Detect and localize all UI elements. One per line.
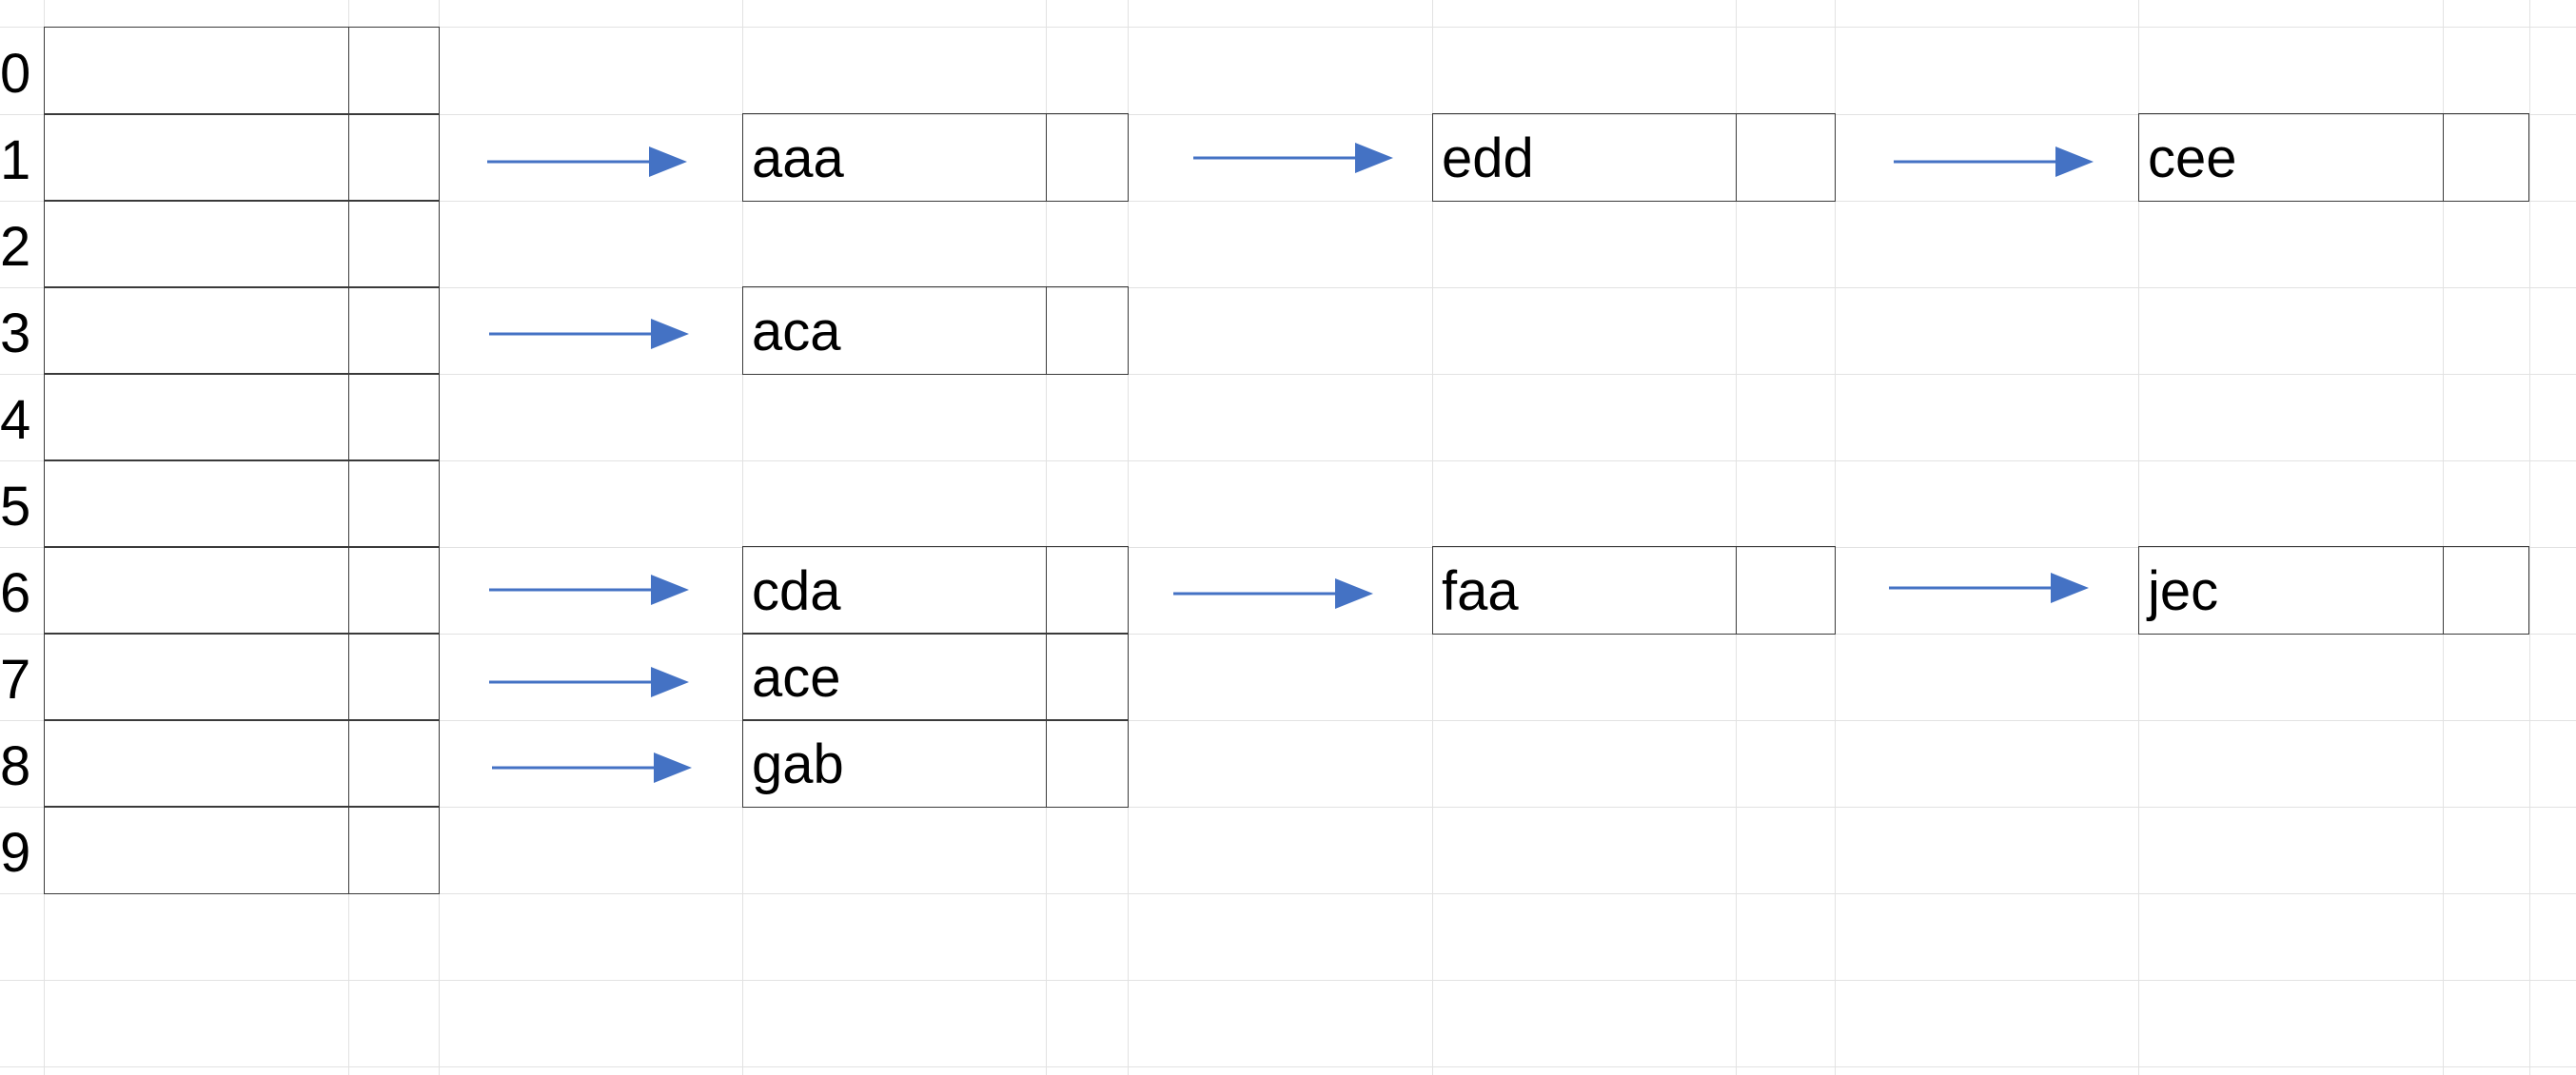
bucket-6-pointer-cell (348, 546, 440, 635)
bucket-1-pointer-cell (348, 113, 440, 202)
row-label-1: 1 (0, 129, 31, 191)
bucket-3-data-cell (44, 286, 349, 375)
bucket-9-data-cell (44, 806, 349, 894)
row-label-8: 8 (0, 735, 31, 797)
bucket-7-pointer-cell (348, 633, 440, 721)
row-label-9: 9 (0, 822, 31, 884)
bucket-4-pointer-cell (348, 373, 440, 461)
bucket-4-data-cell (44, 373, 349, 461)
node-key: cee (2148, 127, 2237, 189)
row-label-3: 3 (0, 303, 31, 364)
bucket-2-pointer-cell (348, 200, 440, 288)
row-label-7: 7 (0, 649, 31, 711)
row-label-5: 5 (0, 476, 31, 538)
node-key: ace (752, 647, 841, 709)
bucket-5-pointer-cell (348, 459, 440, 548)
node-key: edd (1442, 127, 1534, 189)
node-key: jec (2148, 560, 2219, 622)
bucket-8-pointer-cell (348, 719, 440, 808)
node-key: aca (752, 301, 841, 362)
bucket-3-pointer-cell (348, 286, 440, 375)
arrow-icon (489, 667, 689, 697)
node-pointer-cell (1046, 286, 1129, 375)
row-label-6: 6 (0, 562, 31, 624)
arrow-icon (1894, 147, 2094, 177)
node-pointer-cell (1046, 546, 1129, 635)
node-pointer-cell (2443, 113, 2529, 202)
bucket-7-data-cell (44, 633, 349, 721)
arrow-icon (492, 752, 692, 783)
bucket-8-data-cell (44, 719, 349, 808)
arrow-icon (1173, 578, 1373, 609)
node-pointer-cell (2443, 546, 2529, 635)
arrow-icon (489, 575, 689, 605)
node-key: faa (1442, 560, 1519, 622)
node-pointer-cell (1046, 113, 1129, 202)
node-key: cda (752, 560, 841, 622)
arrow-icon (1889, 573, 2089, 603)
node-key: gab (752, 733, 844, 795)
arrow-icon (489, 319, 689, 349)
row-label-0: 0 (0, 43, 31, 105)
row-label-4: 4 (0, 389, 31, 451)
bucket-1-data-cell (44, 113, 349, 202)
bucket-0-pointer-cell (348, 27, 440, 115)
bucket-2-data-cell (44, 200, 349, 288)
row-label-2: 2 (0, 216, 31, 278)
bucket-0-data-cell (44, 27, 349, 115)
arrow-icon (1193, 143, 1393, 173)
bucket-6-data-cell (44, 546, 349, 635)
node-key: aaa (752, 127, 844, 189)
node-pointer-cell (1736, 113, 1836, 202)
arrow-icon (487, 147, 687, 177)
node-pointer-cell (1046, 719, 1129, 808)
bucket-5-data-cell (44, 459, 349, 548)
bucket-9-pointer-cell (348, 806, 440, 894)
node-pointer-cell (1736, 546, 1836, 635)
node-pointer-cell (1046, 633, 1129, 721)
